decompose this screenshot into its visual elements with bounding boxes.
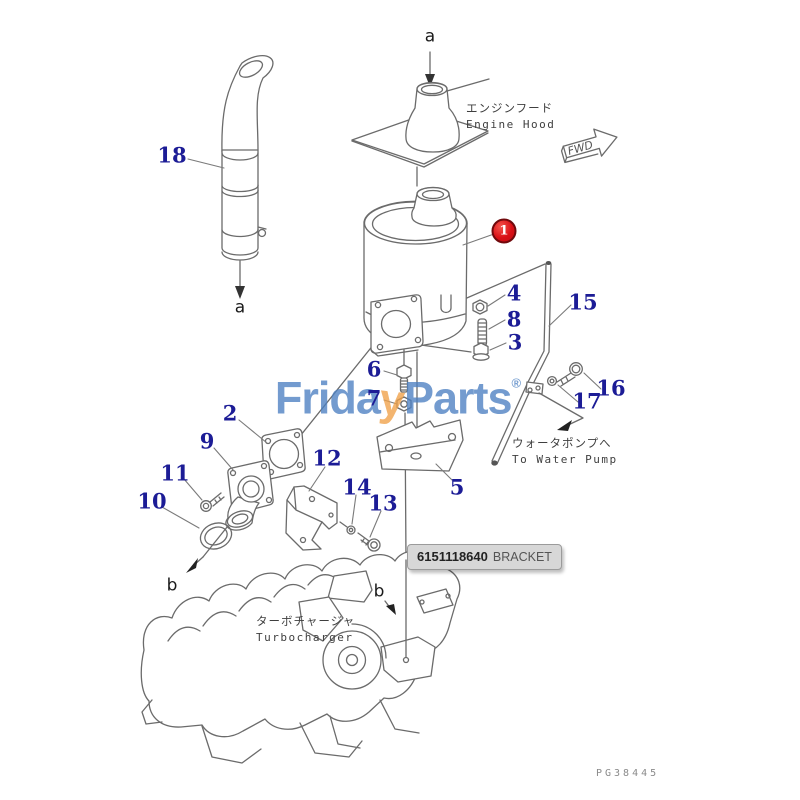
watermark-text-post: Parts [403,372,513,424]
callout-6: 6 [366,356,382,382]
callout-4: 4 [506,280,522,306]
water-pump-annotation: ウォータポンプへ To Water Pump [512,435,618,468]
arrow-water-pump-icon [557,420,572,431]
connector-flange-drawing [225,460,274,531]
turbocharger-label-en: Turbocharger [256,630,354,644]
turbocharger-annotation: ターボチャージャ Turbocharger [256,613,355,646]
callout-3: 3 [507,329,523,355]
callout-5: 5 [449,474,465,500]
badge-number: 1 [499,223,509,239]
water-pump-label-jp: ウォータポンプへ [512,436,612,450]
turbocharger-label-jp: ターボチャージャ [256,614,356,628]
over-engine-lines [384,392,584,664]
stud-8-drawing [477,318,488,347]
callout-8: 8 [506,306,522,332]
fwd-arrow-label: FWD [566,138,594,158]
bolt-13-drawing [357,532,381,552]
fwd-arrow-icon: FWD [560,128,618,164]
exhaust-pipe-drawing [221,55,274,261]
water-pump-pointer-line [538,392,584,427]
nut-3-drawing [472,342,490,361]
highlighted-part-badge[interactable]: 1 [491,218,517,244]
callout-16: 16 [596,375,626,401]
seal-ring-drawing [199,522,233,550]
engine-hood-drawing [351,78,490,168]
callout-13: 13 [368,490,398,516]
bolt-11-drawing [200,492,225,512]
engine-hood-annotation: エンジンフード Engine Hood [466,100,555,133]
view-label-a-top: a [424,26,436,47]
muffler-drawing [363,186,468,357]
nut-4-drawing [472,299,488,315]
muffler-flange-drawing [370,294,424,354]
callout-17: 17 [572,388,602,414]
callout-10: 10 [137,488,167,514]
water-pipe-drawing [491,261,552,466]
view-label-b-right: b [373,581,385,602]
washer-17-drawing [546,375,558,387]
registered-mark: ® [511,375,522,391]
pipe-clip-drawing [440,294,452,314]
view-label-a-bottom: a [234,297,246,318]
arrow-a-top-icon [425,74,435,87]
arrow-a-bottom-icon [235,286,245,299]
bolt-16-drawing [556,362,583,387]
callout-18: 18 [157,142,187,168]
water-pump-label-en: To Water Pump [512,452,618,466]
engine-hood-label-en: Engine Hood [466,117,556,131]
part-number: 6151118640 [417,549,488,564]
watermark-text-pre: Frida [274,372,381,424]
arrow-b-left-icon [186,558,198,573]
leader-lines [161,158,602,538]
callout-7: 7 [366,385,382,411]
part-name: BRACKET [492,550,552,564]
engine-hood-label-jp: エンジンフード [466,101,554,115]
part-tooltip[interactable]: 6151118640 BRACKET [407,544,562,570]
drawing-number: PG38445 [596,768,660,779]
bracket-5-drawing [376,419,464,472]
callout-11: 11 [160,460,190,486]
engine-turbocharger-drawing [140,550,461,764]
callout-14: 14 [342,474,372,500]
arrow-b-right-icon [386,604,396,615]
fridayparts-watermark: FridayParts® [274,372,522,427]
callout-9: 9 [199,428,215,454]
callout-12: 12 [312,445,342,471]
view-label-b-left: b [166,575,178,596]
callout-2: 2 [222,400,238,426]
callout-15: 15 [568,289,598,315]
nut-7-drawing [396,396,412,412]
watermark-swoosh: y [377,373,407,427]
bracket-12-drawing [285,485,338,551]
washer-14-drawing [339,521,356,535]
